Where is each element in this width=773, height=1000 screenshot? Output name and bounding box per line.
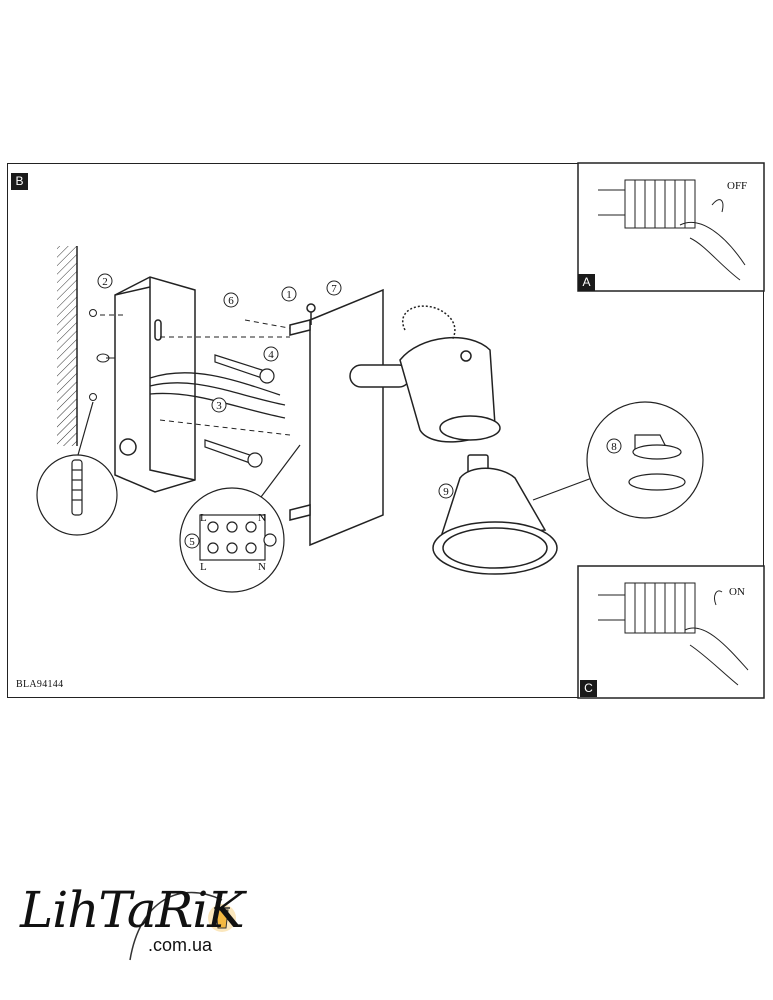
terminal-block-detail [179, 444, 301, 593]
step-markers: 2 1 7 6 4 3 5 8 9 [97, 273, 622, 549]
switch-off-label: OFF [727, 180, 748, 192]
brand-domain: .com.ua [148, 935, 213, 955]
terminal-neutral-top: N [258, 512, 266, 524]
wall-plug-detail [36, 401, 118, 536]
step-6-label: 6 [228, 295, 234, 307]
terminal-live-bottom: L [200, 561, 207, 573]
inset-a-tag: A [578, 274, 595, 291]
wall-hatch [57, 246, 78, 446]
bulb-detail [532, 401, 704, 519]
step-5-label: 5 [189, 536, 195, 548]
instruction-frame [7, 163, 764, 698]
switch-on-drawing [598, 582, 749, 686]
step-8-label: 8 [611, 441, 617, 453]
wall-plugs [89, 309, 128, 401]
step-4-label: 4 [268, 349, 274, 361]
terminal-labels: L N L N [200, 512, 266, 573]
step-2-label: 2 [102, 276, 108, 288]
wall-plate [289, 288, 384, 547]
step-2-marker [97, 273, 113, 289]
switch-off-drawing [598, 179, 746, 281]
step-9-label: 9 [443, 486, 449, 498]
step-7-marker [326, 280, 342, 296]
terminal-live-top: L [200, 512, 207, 524]
lantern-icon [129, 891, 236, 961]
inset-c-tag: C [580, 680, 597, 697]
step-4-marker [263, 346, 279, 362]
step-5-marker [184, 533, 200, 549]
step-9-marker [438, 483, 454, 499]
step-8-marker [606, 438, 622, 454]
step-1-label: 1 [286, 289, 292, 301]
lamp-shade [432, 454, 558, 575]
brand-logo-text: LihTaRiK [20, 881, 245, 939]
spotlight-head [349, 305, 501, 443]
switch-on-label: ON [729, 586, 745, 598]
panel-b-tag: B [11, 173, 28, 190]
screws [204, 354, 275, 468]
brand-logo[interactable]: LihTaRiK .com.ua [20, 885, 280, 985]
model-code: BLA94144 [16, 679, 64, 690]
terminal-neutral-bottom: N [258, 561, 266, 573]
step-1-marker [281, 286, 297, 302]
step-3-marker [211, 397, 227, 413]
step-7-label: 7 [331, 283, 337, 295]
step-3-label: 3 [216, 400, 222, 412]
step-6-marker [223, 292, 239, 308]
